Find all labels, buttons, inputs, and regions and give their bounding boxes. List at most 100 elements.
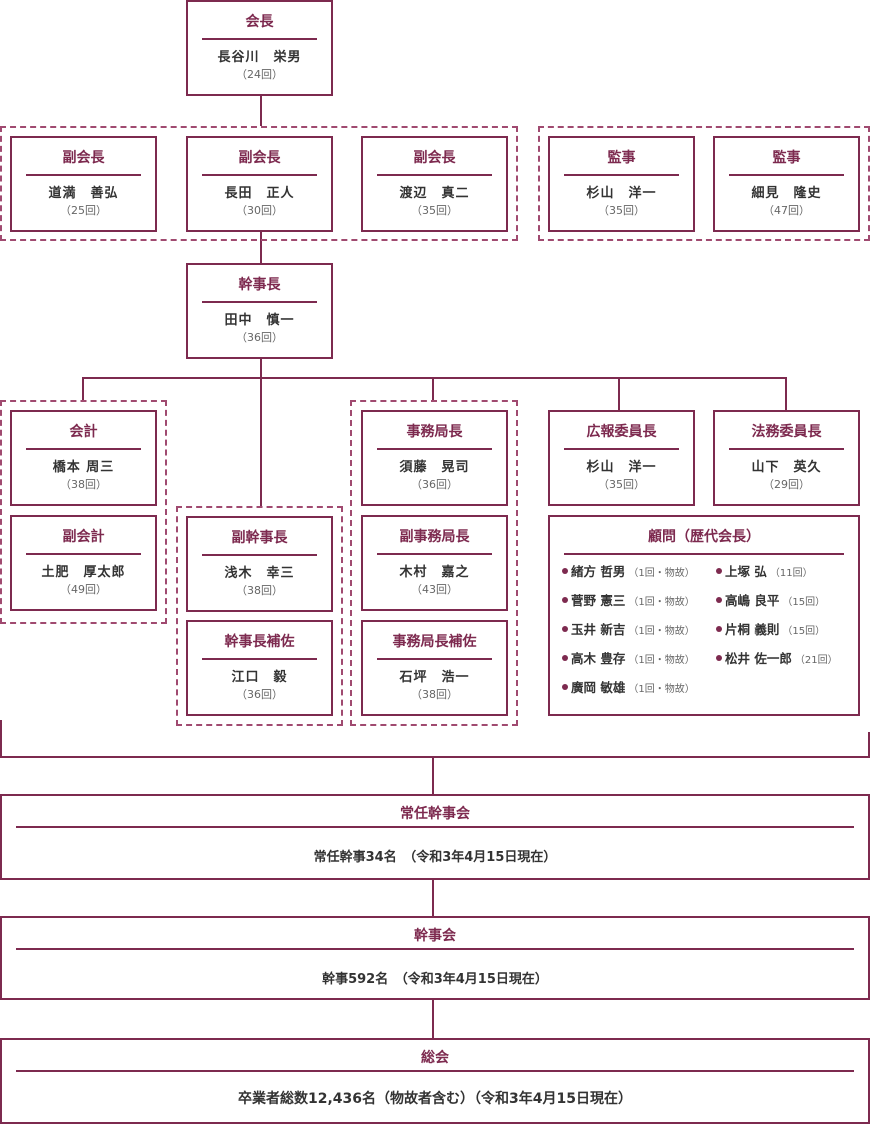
bullet-icon: [562, 567, 568, 574]
connector: [260, 232, 262, 264]
auditor-box: 監事 細見 隆史 （47回）: [713, 136, 860, 232]
president-term: （24回）: [236, 68, 283, 81]
secretary-general-title: 幹事長: [202, 275, 317, 303]
connector: [432, 756, 434, 796]
auditor-term: （35回）: [598, 204, 645, 217]
advisor-item: 玉井 新吉（1回・物故）: [562, 619, 695, 638]
connector: [432, 878, 434, 918]
bullet-icon: [716, 625, 722, 632]
pr-chair-box: 広報委員長 杉山 洋一 （35回）: [548, 410, 695, 506]
advisor-item: 廣岡 敏雄（1回・物故）: [562, 677, 695, 696]
vice-president-title: 副会長: [377, 148, 492, 176]
office-assistant-title: 事務局長補佐: [377, 632, 492, 660]
president-name: 長谷川 栄男: [217, 50, 302, 65]
vice-president-title: 副会長: [202, 148, 317, 176]
pr-chair-name: 杉山 洋一: [586, 460, 657, 475]
auditor-box: 監事 杉山 洋一 （35回）: [548, 136, 695, 232]
advisor-item: 高嶋 良平（15回）: [716, 590, 825, 609]
secretary-general-name: 田中 慎一: [224, 313, 295, 328]
president-title: 会長: [202, 12, 317, 40]
accounting-term: （38回）: [60, 478, 107, 491]
secretary-general-term: （36回）: [236, 331, 283, 344]
vice-office-chief-term: （43回）: [411, 583, 458, 596]
accounting-group: [0, 400, 167, 624]
bullet-icon: [562, 683, 568, 690]
office-assistant-term: （38回）: [411, 688, 458, 701]
vice-secretary-group: [176, 506, 343, 726]
secretary-assistant-box: 幹事長補佐 江口 毅 （36回）: [186, 620, 333, 716]
connector: [618, 377, 620, 411]
auditor-name: 杉山 洋一: [586, 186, 657, 201]
connector: [432, 377, 434, 401]
advisor-item: 高木 豊存（1回・物故）: [562, 648, 695, 667]
connector: [432, 998, 434, 1040]
vice-accounting-name: 土肥 厚太郎: [41, 565, 126, 580]
legal-chair-box: 法務委員長 山下 英久 （29回）: [713, 410, 860, 506]
connector: [260, 94, 262, 126]
secretary-assistant-term: （36回）: [236, 688, 283, 701]
vice-president-box: 副会長 渡辺 真二 （35回）: [361, 136, 508, 232]
office-group: [350, 400, 518, 726]
secretary-assistant-name: 江口 毅: [231, 670, 288, 685]
connector: [0, 756, 870, 758]
legal-chair-title: 法務委員長: [729, 422, 844, 450]
auditor-group: [538, 126, 870, 241]
vice-secretary-name: 浅木 幸三: [224, 566, 295, 581]
vice-president-box: 副会長 道満 善弘 （25回）: [10, 136, 157, 232]
bullet-icon: [716, 567, 722, 574]
accounting-box: 会計 橋本 周三 （38回）: [10, 410, 157, 506]
office-assistant-box: 事務局長補佐 石坪 浩一 （38回）: [361, 620, 508, 716]
vice-president-term: （30回）: [236, 204, 283, 217]
vice-president-name: 長田 正人: [224, 186, 295, 201]
accounting-name: 橋本 周三: [52, 460, 115, 475]
vice-secretary-title: 副幹事長: [202, 528, 317, 556]
advisor-item: 菅野 憲三（1回・物故）: [562, 590, 695, 609]
general-assembly-box: 総会 卒業者総数12,436名（物故者含む）（令和3年4月15日現在）: [0, 1038, 870, 1124]
vice-president-term: （25回）: [60, 204, 107, 217]
office-chief-name: 須藤 晃司: [399, 460, 470, 475]
vice-accounting-term: （49回）: [60, 583, 107, 596]
office-chief-title: 事務局長: [377, 422, 492, 450]
auditor-name: 細見 隆史: [751, 186, 822, 201]
advisor-item: 上塚 弘（11回）: [716, 561, 813, 580]
auditor-term: （47回）: [763, 204, 810, 217]
committee-box: 幹事会 幹事592名 （令和3年4月15日現在）: [0, 916, 870, 1000]
standing-committee-info: 常任幹事34名 （令和3年4月15日現在）: [313, 850, 557, 865]
vice-secretary-box: 副幹事長 浅木 幸三 （38回）: [186, 516, 333, 612]
general-assembly-info: 卒業者総数12,436名（物故者含む）（令和3年4月15日現在）: [238, 1091, 632, 1107]
bullet-icon: [716, 596, 722, 603]
vice-office-chief-title: 副事務局長: [377, 527, 492, 555]
accounting-title: 会計: [26, 422, 141, 450]
pr-chair-title: 広報委員長: [564, 422, 679, 450]
advisor-item: 緒方 哲男（1回・物故）: [562, 561, 695, 580]
pr-chair-term: （35回）: [598, 478, 645, 491]
vice-president-group: [0, 126, 518, 241]
bullet-icon: [562, 596, 568, 603]
vice-office-chief-name: 木村 嘉之: [399, 565, 470, 580]
office-chief-term: （36回）: [411, 478, 458, 491]
advisors-box: 顧問（歴代会長） 緒方 哲男（1回・物故） 菅野 憲三（1回・物故） 玉井 新吉…: [548, 515, 860, 716]
vice-president-title: 副会長: [26, 148, 141, 176]
legal-chair-term: （29回）: [763, 478, 810, 491]
office-assistant-name: 石坪 浩一: [399, 670, 470, 685]
vice-office-chief-box: 副事務局長 木村 嘉之 （43回）: [361, 515, 508, 611]
connector: [868, 732, 870, 758]
advisor-item: 片桐 義則（15回）: [716, 619, 825, 638]
president-box: 会長 長谷川 栄男 （24回）: [186, 0, 333, 96]
bullet-icon: [562, 625, 568, 632]
vice-president-term: （35回）: [411, 204, 458, 217]
bullet-icon: [716, 654, 722, 661]
auditor-title: 監事: [729, 148, 844, 176]
standing-committee-title: 常任幹事会: [16, 804, 854, 828]
committee-title: 幹事会: [16, 926, 854, 950]
standing-committee-box: 常任幹事会 常任幹事34名 （令和3年4月15日現在）: [0, 794, 870, 880]
vice-accounting-box: 副会計 土肥 厚太郎 （49回）: [10, 515, 157, 611]
legal-chair-name: 山下 英久: [751, 460, 822, 475]
vice-president-name: 渡辺 真二: [399, 186, 470, 201]
advisors-title: 顧問（歴代会長）: [564, 527, 844, 555]
office-chief-box: 事務局長 須藤 晃司 （36回）: [361, 410, 508, 506]
secretary-assistant-title: 幹事長補佐: [202, 632, 317, 660]
secretary-general-box: 幹事長 田中 慎一 （36回）: [186, 263, 333, 359]
connector: [0, 720, 2, 758]
general-assembly-title: 総会: [16, 1048, 854, 1072]
